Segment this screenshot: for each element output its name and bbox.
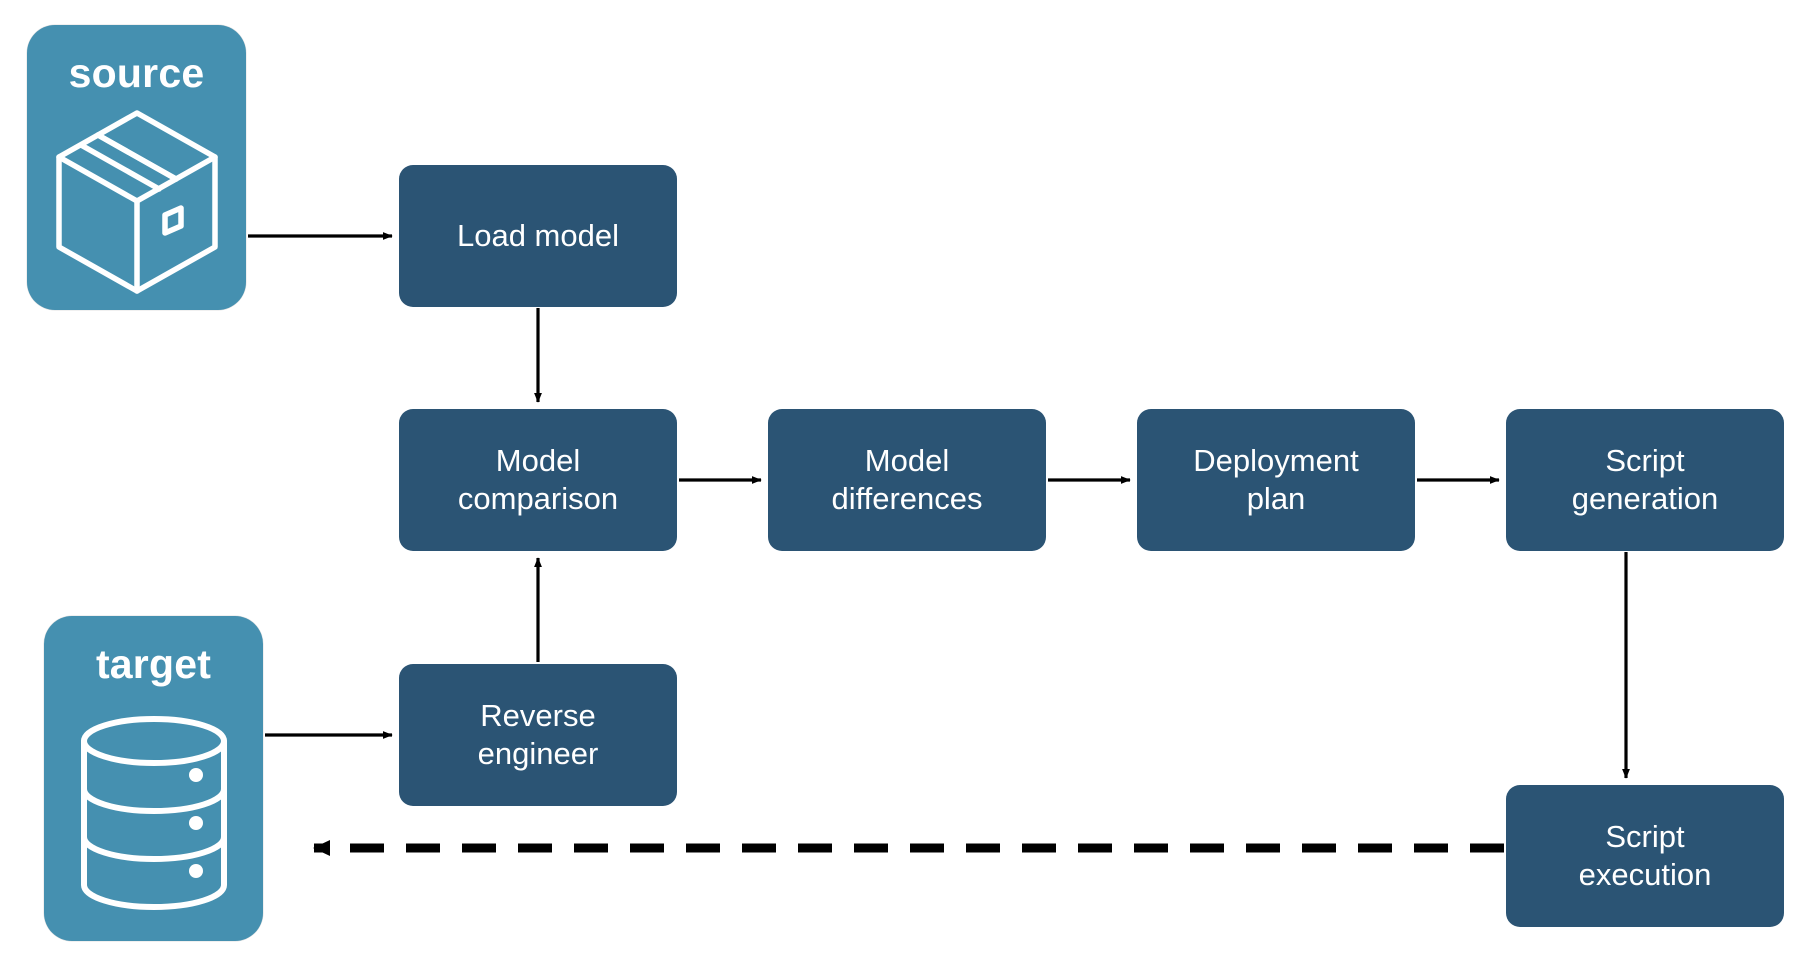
process-box-deployment-plan[interactable]: Deployment plan xyxy=(1137,409,1415,551)
endpoint-label-source: source xyxy=(68,50,205,96)
process-label-line: engineer xyxy=(477,736,599,771)
process-label-line: plan xyxy=(1246,481,1306,516)
process-box-reverse-engineer[interactable]: Reverse engineer xyxy=(399,664,677,806)
process-box-model-comparison[interactable]: Model comparison xyxy=(399,409,677,551)
process-box-model-differences[interactable]: Model differences xyxy=(768,409,1046,551)
database-cylinder-icon xyxy=(44,685,263,941)
process-label-line: Deployment xyxy=(1193,443,1359,479)
process-label-line: differences xyxy=(831,481,983,516)
process-label-line: Model xyxy=(864,443,950,479)
process-label-line: execution xyxy=(1578,857,1712,892)
process-label-line: comparison xyxy=(457,481,619,516)
endpoint-card-target[interactable]: target xyxy=(44,616,263,941)
process-label-line: Reverse xyxy=(480,698,596,734)
process-box-load-model[interactable]: Load model xyxy=(399,165,677,307)
process-label-line: Load model xyxy=(456,218,619,254)
endpoint-card-source[interactable]: source xyxy=(27,25,246,310)
package-box-icon xyxy=(27,94,246,310)
process-box-script-generation[interactable]: Script generation xyxy=(1506,409,1784,551)
process-label-line: generation xyxy=(1571,481,1719,516)
process-label-line: Script xyxy=(1605,819,1685,855)
endpoint-label-target: target xyxy=(95,641,212,687)
process-label-line: Script xyxy=(1605,443,1685,479)
process-box-script-execution[interactable]: Script execution xyxy=(1506,785,1784,927)
process-label-line: Model xyxy=(495,443,581,479)
